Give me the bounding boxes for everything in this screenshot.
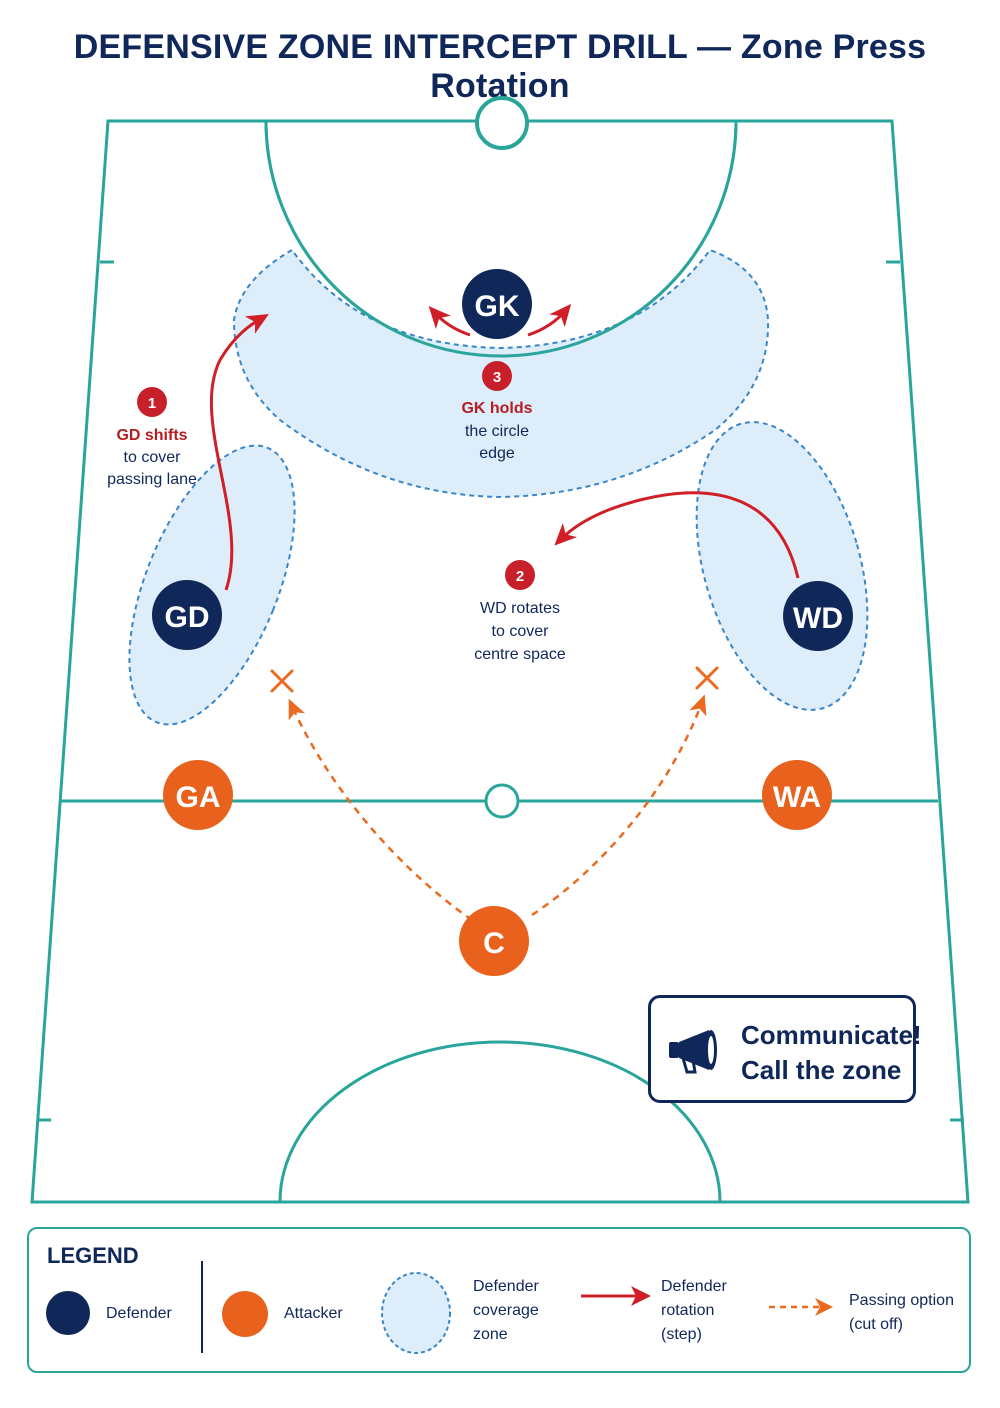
legend-zone-label: Defender coverage zone: [473, 1278, 539, 1343]
legend-rotation-label: Defender rotation (step): [661, 1278, 727, 1343]
cutoff-x-left: [270, 669, 294, 693]
svg-text:GA: GA: [176, 781, 221, 814]
svg-text:WA: WA: [773, 781, 821, 814]
svg-text:1: 1: [148, 395, 156, 412]
svg-text:GK holds: GK holds: [461, 400, 532, 417]
pass-option-left: [288, 698, 473, 922]
legend-rotation-swatch: [581, 1286, 651, 1306]
legend-defender-swatch: [46, 1291, 90, 1335]
legend-attacker-label: Attacker: [284, 1305, 343, 1322]
gk-step-right-arrow: [527, 303, 572, 337]
legend-pass-label: Passing option (cut off): [849, 1292, 954, 1333]
svg-text:GD shifts: GD shifts: [116, 427, 187, 444]
gk-step-left-arrow: [428, 306, 471, 337]
svg-text:3: 3: [493, 369, 501, 386]
svg-text:centre space: centre space: [474, 646, 566, 663]
legend: LEGEND Defender Attacker Defender covera…: [27, 1227, 971, 1373]
wd-rotation-arrow: [554, 491, 800, 579]
svg-text:to cover: to cover: [124, 449, 182, 466]
legend-defender-label: Defender: [106, 1305, 172, 1322]
step-2-note: 2 WD rotates to cover centre space: [474, 560, 566, 663]
step-3-note: 3 GK holds the circle edge: [461, 361, 533, 462]
legend-pass-swatch: [769, 1298, 833, 1316]
legend-zone-swatch: [381, 1272, 451, 1354]
page-title: DEFENSIVE ZONE INTERCEPT DRILL — Zone Pr…: [73, 28, 927, 105]
player-gk: GK: [462, 269, 532, 339]
svg-text:WD: WD: [793, 602, 843, 635]
gd-coverage-zone: [128, 444, 296, 726]
centre-circle: [484, 783, 520, 819]
legend-attacker-swatch: [222, 1291, 268, 1337]
svg-text:C: C: [483, 927, 505, 960]
cutoff-x-right: [695, 666, 719, 690]
megaphone-icon: [669, 1030, 717, 1074]
svg-text:GK: GK: [475, 290, 520, 323]
svg-text:GD: GD: [165, 601, 210, 634]
communicate-text: Communicate! Call the zone: [741, 1018, 922, 1088]
svg-text:passing lane: passing lane: [107, 471, 197, 488]
svg-text:WD rotates: WD rotates: [480, 600, 560, 617]
step-1-note: 1 GD shifts to cover passing lane: [107, 387, 197, 488]
svg-text:the circle: the circle: [465, 423, 529, 440]
legend-divider: [201, 1261, 203, 1353]
svg-text:to cover: to cover: [492, 623, 550, 640]
gd-rotation-arrow: [210, 313, 269, 591]
player-wa: WA: [762, 760, 832, 830]
communicate-line-1: Communicate!: [741, 1020, 922, 1050]
player-ga: GA: [163, 760, 233, 830]
player-wd: WD: [783, 581, 853, 651]
communicate-callout: Communicate! Call the zone: [648, 995, 922, 1103]
player-c: C: [459, 906, 529, 976]
legend-title: LEGEND: [47, 1243, 139, 1268]
player-gd: GD: [152, 580, 222, 650]
svg-text:edge: edge: [479, 445, 515, 462]
svg-text:2: 2: [516, 568, 524, 585]
pass-option-right: [531, 694, 707, 917]
bottom-goal-circle: [278, 1040, 722, 1203]
top-goal-ring: [475, 96, 529, 150]
communicate-line-2: Call the zone: [741, 1055, 902, 1085]
